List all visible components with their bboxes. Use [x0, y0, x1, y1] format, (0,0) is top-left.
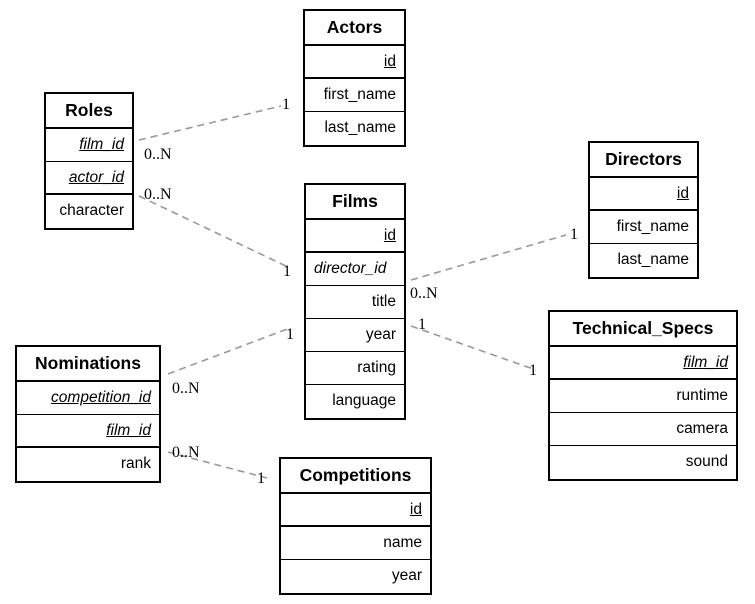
attribute-row[interactable]: id: [305, 46, 404, 79]
entity-title-actors: Actors: [305, 11, 404, 46]
attribute-row[interactable]: film_id: [17, 415, 159, 448]
entity-title-films: Films: [306, 185, 404, 220]
attribute-row[interactable]: actor_id: [46, 162, 132, 195]
attribute-label: competition_id: [51, 389, 151, 406]
attribute-row[interactable]: id: [306, 220, 404, 253]
cardinality-label: 1: [286, 326, 294, 343]
attribute-row[interactable]: id: [281, 494, 430, 527]
attribute-label: id: [676, 185, 689, 202]
attribute-row[interactable]: runtime: [550, 380, 736, 413]
attribute-label: runtime: [676, 387, 728, 404]
cardinality-label: 0..N: [172, 444, 200, 461]
attribute-row[interactable]: camera: [550, 413, 736, 446]
attribute-label: film_id: [106, 422, 151, 439]
relationship-line: [410, 325, 537, 371]
cardinality-label: 1: [418, 316, 426, 333]
attribute-label: year: [391, 567, 422, 584]
attribute-row[interactable]: film_id: [550, 347, 736, 380]
attribute-label: film_id: [79, 136, 124, 153]
attribute-label: last_name: [324, 119, 396, 136]
cardinality-label: 1: [283, 263, 291, 280]
attribute-row[interactable]: last_name: [590, 244, 697, 277]
attribute-label: id: [409, 501, 422, 518]
attribute-label: first_name: [616, 218, 689, 235]
cardinality-label: 1: [282, 96, 290, 113]
attribute-label: film_id: [683, 354, 728, 371]
entity-title-technical_specs: Technical_Specs: [550, 312, 736, 347]
attribute-row[interactable]: title: [306, 286, 404, 319]
attribute-label: rating: [357, 359, 396, 376]
attribute-label: first_name: [323, 86, 396, 103]
attribute-label: year: [365, 326, 396, 343]
relationship-line: [138, 105, 282, 141]
entity-title-roles: Roles: [46, 94, 132, 129]
attribute-row[interactable]: first_name: [305, 79, 404, 112]
attribute-label: rank: [120, 455, 151, 472]
relationship-line: [138, 195, 291, 269]
entity-title-nominations: Nominations: [17, 347, 159, 382]
attribute-row[interactable]: year: [281, 560, 430, 593]
attribute-row[interactable]: id: [590, 178, 697, 211]
attribute-label: sound: [685, 453, 728, 470]
attribute-label: character: [59, 202, 124, 219]
cardinality-label: 0..N: [410, 285, 438, 302]
attribute-row[interactable]: character: [46, 195, 132, 228]
entity-title-directors: Directors: [590, 143, 697, 178]
cardinality-label: 0..N: [144, 186, 172, 203]
attribute-label: title: [371, 293, 396, 310]
attribute-row[interactable]: film_id: [46, 129, 132, 162]
attribute-row[interactable]: year: [306, 319, 404, 352]
attribute-row[interactable]: sound: [550, 446, 736, 479]
attribute-label: id: [383, 53, 396, 70]
entity-roles[interactable]: Roles film_id actor_id character: [44, 92, 134, 230]
attribute-label: actor_id: [68, 169, 124, 186]
attribute-row[interactable]: director_id: [306, 253, 404, 286]
cardinality-label: 1: [570, 226, 578, 243]
attribute-row[interactable]: rank: [17, 448, 159, 481]
attribute-row[interactable]: name: [281, 527, 430, 560]
attribute-row[interactable]: language: [306, 385, 404, 418]
entity-competitions[interactable]: Competitions id name year: [279, 457, 432, 595]
entity-title-competitions: Competitions: [281, 459, 430, 494]
attribute-label: camera: [676, 420, 728, 437]
relationship-line: [167, 327, 291, 375]
attribute-label: language: [332, 392, 396, 409]
entity-actors[interactable]: Actors id first_name last_name: [303, 9, 406, 147]
cardinality-label: 0..N: [172, 380, 200, 397]
entity-directors[interactable]: Directors id first_name last_name: [588, 141, 699, 279]
attribute-label: director_id: [314, 260, 387, 277]
relationship-line: [410, 234, 567, 281]
cardinality-label: 1: [529, 362, 537, 379]
attribute-row[interactable]: competition_id: [17, 382, 159, 415]
cardinality-label: 0..N: [144, 146, 172, 163]
attribute-label: id: [383, 227, 396, 244]
attribute-row[interactable]: first_name: [590, 211, 697, 244]
attribute-label: last_name: [617, 251, 689, 268]
attribute-row[interactable]: rating: [306, 352, 404, 385]
attribute-row[interactable]: last_name: [305, 112, 404, 145]
cardinality-label: 1: [257, 470, 265, 487]
attribute-label: name: [383, 534, 422, 551]
